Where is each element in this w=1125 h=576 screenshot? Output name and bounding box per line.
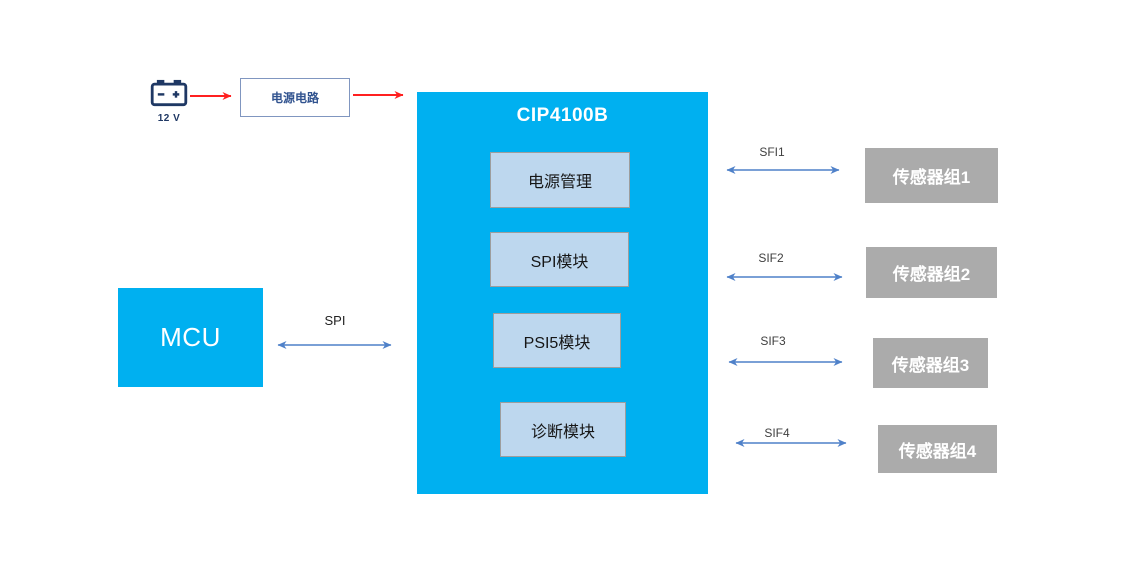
- battery-group: 12 V: [148, 79, 190, 124]
- chip-module-spi: SPI模块: [490, 232, 629, 287]
- battery-voltage-label: 12 V: [157, 113, 181, 124]
- spi-bus-label: SPI: [324, 313, 346, 328]
- chip-title: CIP4100B: [516, 105, 609, 126]
- sensor-group-4-box: 传感器组4: [878, 425, 997, 473]
- sensor-group-2-box: 传感器组2: [866, 247, 997, 298]
- chip-module-diagnostics: 诊断模块: [500, 402, 626, 457]
- chip-module-psi5: PSI5模块: [493, 313, 621, 368]
- power-circuit-box: 电源电路: [240, 78, 350, 117]
- bus-label-sif3: SIF3: [760, 334, 786, 348]
- bus-label-sfi1: SFI1: [759, 145, 785, 159]
- chip-module-power-management: 电源管理: [490, 152, 630, 208]
- mcu-box: MCU: [118, 288, 263, 387]
- sensor-group-1-box: 传感器组1: [865, 148, 998, 203]
- sensor-group-3-box: 传感器组3: [873, 338, 988, 388]
- bus-label-sif2: SIF2: [758, 251, 784, 265]
- battery-icon: [150, 79, 188, 107]
- bus-label-sif4: SIF4: [764, 426, 790, 440]
- power-circuit-label: 电源电路: [270, 91, 319, 105]
